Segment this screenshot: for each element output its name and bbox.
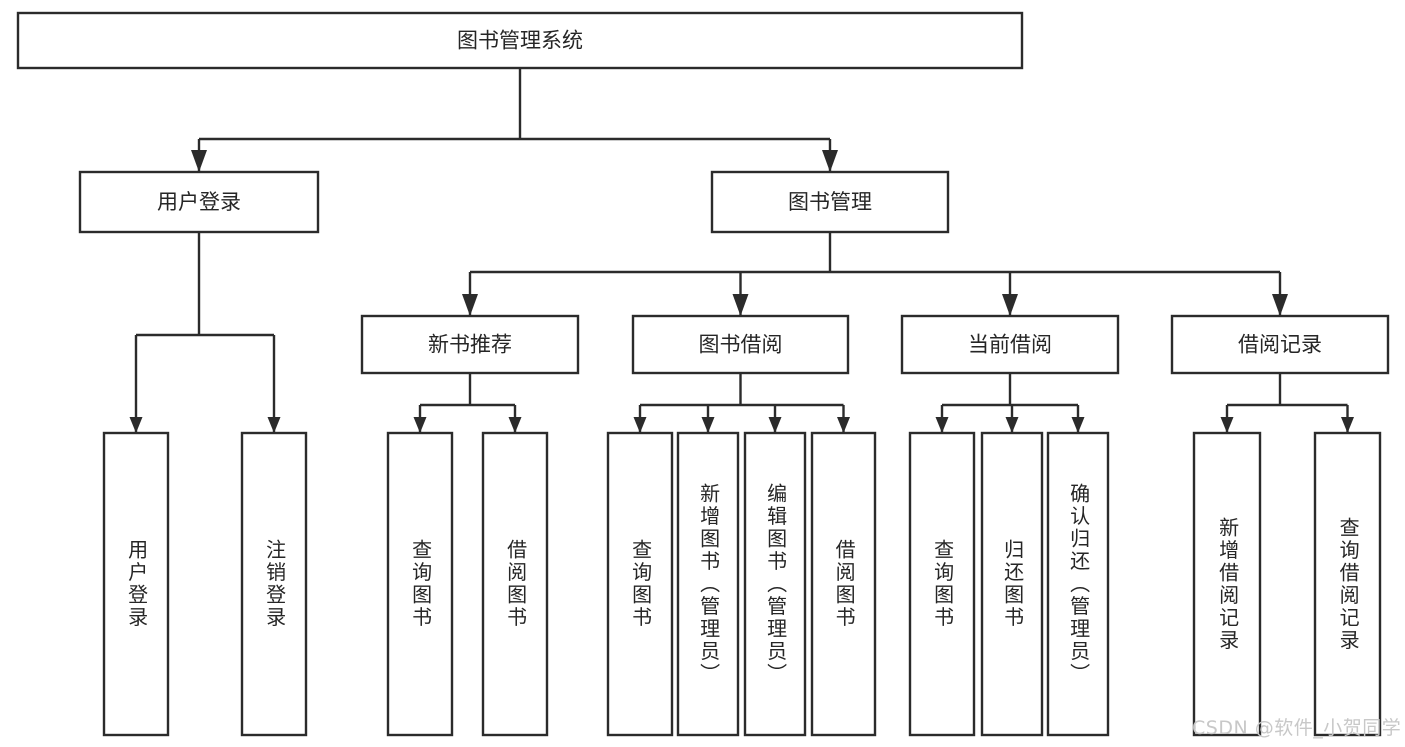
connectors-layer <box>129 68 1354 433</box>
node-box-leaf-edit-book[interactable] <box>743 431 807 737</box>
arrow-book-borrow <box>732 294 749 316</box>
node-label-book-borrow: 图书借阅 <box>699 333 783 357</box>
arrow-leaf-borrow-book-rec <box>508 417 522 433</box>
arrow-leaf-add-record <box>1220 417 1234 433</box>
arrow-leaf-user-login <box>129 417 143 433</box>
node-box-leaf-user-login[interactable] <box>102 431 170 737</box>
arrow-current-borrow <box>1002 294 1018 316</box>
node-box-leaf-add-record[interactable] <box>1192 431 1262 737</box>
arrow-leaf-edit-book <box>768 417 782 433</box>
arrow-leaf-query-book-rec <box>413 417 427 433</box>
arrow-new-book-rec <box>462 294 478 316</box>
node-box-current-borrow[interactable] <box>900 314 1120 375</box>
node-box-leaf-confirm-return[interactable] <box>1046 431 1110 737</box>
node-box-book-borrow[interactable] <box>631 314 850 375</box>
node-box-leaf-query-book-cur[interactable] <box>908 431 976 737</box>
node-box-leaf-borrow-book-rec[interactable] <box>481 431 549 737</box>
node-box-leaf-borrow-book[interactable] <box>810 431 877 737</box>
node-label-new-book-rec: 新书推荐 <box>428 333 512 357</box>
arrow-leaf-query-book <box>633 417 647 433</box>
arrow-leaf-query-record <box>1341 417 1354 433</box>
arrow-leaf-add-book <box>701 417 715 433</box>
node-box-user-login[interactable] <box>78 170 320 234</box>
node-box-book-manage[interactable] <box>710 170 950 234</box>
node-label-book-manage: 图书管理 <box>788 190 872 214</box>
arrow-user-login <box>191 150 207 172</box>
arrow-leaf-return-book <box>1005 417 1019 433</box>
arrow-leaf-confirm-return <box>1071 417 1085 433</box>
node-box-root[interactable] <box>16 11 1024 70</box>
arrow-book-manage <box>822 150 838 172</box>
node-box-leaf-query-book[interactable] <box>606 431 674 737</box>
node-box-leaf-logout[interactable] <box>240 431 308 737</box>
arrow-leaf-borrow-book <box>837 417 850 433</box>
node-box-new-book-rec[interactable] <box>360 314 580 375</box>
arrow-leaf-logout <box>267 417 281 433</box>
node-label-root: 图书管理系统 <box>457 29 583 53</box>
boxes-layer <box>16 11 1390 737</box>
arrow-leaf-query-book-cur <box>935 417 949 433</box>
node-box-leaf-return-book[interactable] <box>980 431 1044 737</box>
node-box-leaf-query-book-rec[interactable] <box>386 431 454 737</box>
node-label-user-login: 用户登录 <box>157 190 241 214</box>
node-box-leaf-query-record[interactable] <box>1313 431 1382 737</box>
node-box-leaf-add-book[interactable] <box>676 431 740 737</box>
node-label-borrow-record: 借阅记录 <box>1238 333 1322 357</box>
arrow-borrow-record <box>1272 294 1288 316</box>
node-label-current-borrow: 当前借阅 <box>968 333 1052 357</box>
node-box-borrow-record[interactable] <box>1170 314 1390 375</box>
